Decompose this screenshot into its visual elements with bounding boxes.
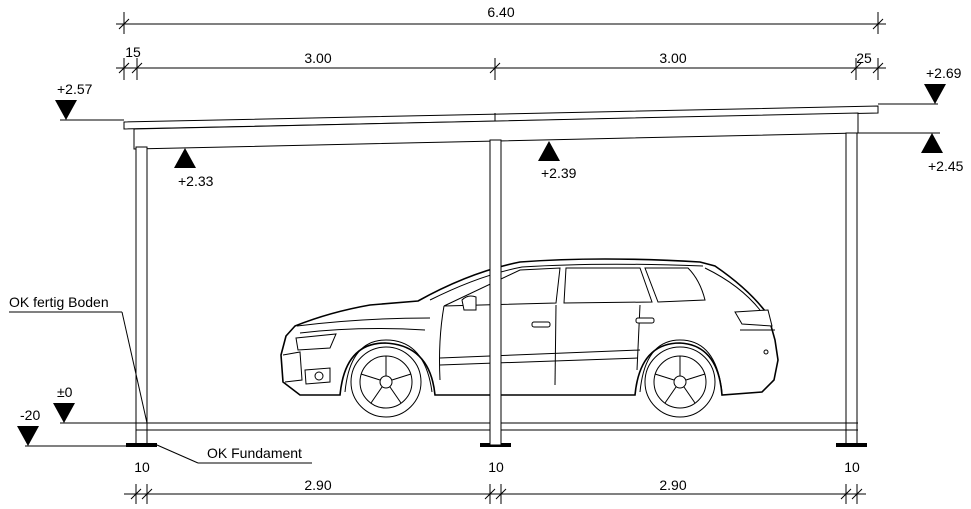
front-wheel-icon: [350, 346, 422, 418]
level-up-triangle-icon: [921, 133, 943, 153]
level-markers: +2.57 +2.69 +2.33 +2.39 +2.45 ±0 -20: [17, 65, 964, 446]
bottom-dimensions: 10 10 10 2.90 2.90: [124, 459, 866, 504]
post-middle-front: [489, 139, 502, 446]
level-floor: ±0: [57, 384, 73, 400]
level-down-triangle-icon: [55, 100, 77, 120]
top-chain-dimension: 15 3.00 3.00 25: [116, 44, 886, 80]
level-roof-right: +2.69: [926, 65, 962, 81]
top-left-offset-label: 15: [125, 44, 141, 60]
ground: [25, 422, 858, 447]
level-foundation: -20: [20, 407, 40, 423]
overall-dimension-label: 6.40: [487, 4, 514, 20]
bottom-span-2-label: 2.90: [659, 477, 686, 493]
level-underside-middle: +2.39: [541, 165, 577, 181]
level-down-triangle-icon: [53, 403, 75, 423]
foundation-label: OK Fundament: [207, 445, 302, 461]
post-right: [845, 132, 858, 446]
top-span-1-label: 3.00: [304, 50, 331, 66]
level-underside-left: +2.33: [178, 173, 214, 189]
level-underside-right: +2.45: [928, 158, 964, 174]
level-down-triangle-icon: [924, 84, 946, 104]
car-icon: [280, 258, 779, 418]
level-roof-left: +2.57: [57, 81, 93, 97]
annotations: OK fertig Boden OK Fundament: [9, 294, 312, 464]
rear-wheel-icon: [644, 346, 716, 418]
floor-label: OK fertig Boden: [9, 294, 109, 310]
roof: [60, 103, 940, 150]
top-span-2-label: 3.00: [659, 50, 686, 66]
level-up-triangle-icon: [174, 148, 196, 168]
bottom-span-1-label: 2.90: [304, 477, 331, 493]
bottom-post-3-label: 10: [844, 459, 860, 475]
post-base-left: [126, 443, 157, 447]
top-right-offset-label: 25: [856, 50, 872, 66]
level-down-triangle-icon: [17, 426, 39, 446]
bottom-post-1-label: 10: [134, 459, 150, 475]
bottom-post-2-label: 10: [488, 459, 504, 475]
overall-dimension: 6.40: [116, 4, 886, 34]
post-base-right: [836, 443, 867, 447]
level-up-triangle-icon: [538, 141, 560, 161]
